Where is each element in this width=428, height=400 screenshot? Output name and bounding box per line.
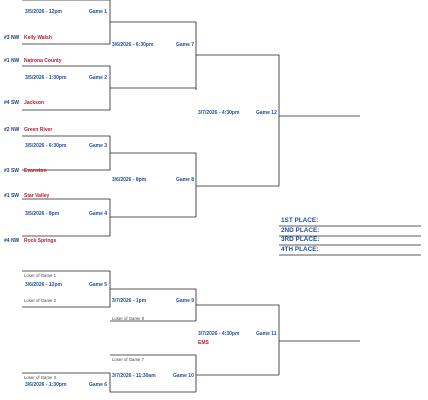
game10-date: 3/7/2026 - 11:30am (112, 373, 156, 379)
game11-label: Game 11 (256, 331, 277, 337)
game2-label: Game 2 (89, 75, 108, 81)
game2-date: 3/5/2026 - 1:30pm (25, 75, 67, 81)
team-rock-springs-seed: #4 NW (4, 238, 20, 244)
game1-label: Game 1 (89, 9, 108, 15)
game6-date: 3/6/2026 - 1:30pm (25, 382, 67, 388)
game7-date: 3/6/2026 - 6:30pm (112, 42, 154, 48)
team-kelly-walsh-seed: #3 NW (4, 35, 20, 41)
game6-label: Game 6 (89, 382, 108, 388)
loser-game3: Loser of Game 3 (24, 375, 57, 380)
game9-date: 3/7/2026 - 1pm (112, 298, 147, 304)
loser-game2: Loser of Game 2 (24, 298, 57, 303)
first-place-label: 1ST PLACE: (281, 217, 319, 224)
team-green-river: Green River (24, 127, 53, 133)
game1-date: 3/5/2026 - 12pm (25, 9, 62, 15)
third-place-label: 3RD PLACE: (281, 236, 320, 243)
team-star-valley: Star Valley (24, 193, 50, 199)
team-evanston: Evanston (24, 168, 47, 174)
team-rock-springs: Rock Springs (24, 238, 57, 244)
game8-label: Game 8 (176, 177, 195, 183)
game5-label: Game 5 (89, 282, 108, 288)
fourth-place-label: 4TH PLACE: (281, 246, 319, 253)
game9-label: Game 9 (176, 298, 195, 304)
team-jackson-seed: #4 SW (4, 100, 20, 106)
game5-date: 3/6/2026 - 12pm (25, 282, 62, 288)
game12-date: 3/7/2026 - 4:30pm (198, 110, 240, 116)
game10-label: Game 10 (173, 373, 194, 379)
game3-label: Game 3 (89, 143, 108, 149)
game11-venue: EMS (198, 340, 209, 346)
game3-date: 3/5/2026 - 6:30pm (25, 143, 67, 149)
team-evanston-seed: #3 SW (4, 168, 20, 174)
team-green-river-seed: #2 NW (4, 127, 20, 133)
game4-label: Game 4 (89, 211, 108, 217)
loser-game8: Loser of Game 8 (112, 316, 145, 321)
game4-date: 3/5/2026 - 8pm (25, 211, 60, 217)
second-place-label: 2ND PLACE: (281, 227, 320, 234)
team-jackson: Jackson (24, 100, 45, 106)
team-star-valley-seed: #1 SW (4, 193, 20, 199)
game11-date: 3/7/2026 - 4:30pm (198, 331, 240, 337)
loser-game7: Loser of Game 7 (112, 357, 145, 362)
game8-date: 3/6/2026 - 8pm (112, 177, 147, 183)
team-natrona-seed: #1 NW (4, 58, 20, 64)
team-kelly-walsh: Kelly Walsh (24, 35, 52, 41)
loser-game1: Loser of Game 1 (24, 273, 57, 278)
game7-label: Game 7 (176, 42, 195, 48)
game12-label: Game 12 (256, 110, 277, 116)
team-natrona: Natrona County (24, 58, 62, 64)
